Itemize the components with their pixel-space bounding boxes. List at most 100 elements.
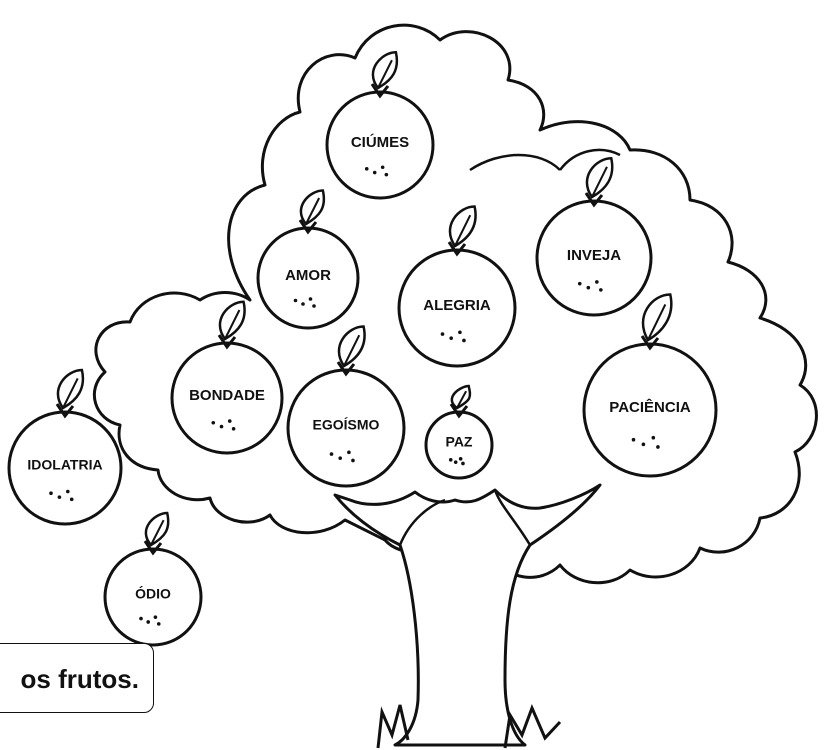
fruit-speckle xyxy=(146,620,150,624)
leaf-vein xyxy=(224,309,241,340)
canopy-detail-line xyxy=(469,153,561,172)
fruit-label-odio: ÓDIO xyxy=(135,585,171,602)
fruit-speckle xyxy=(139,616,143,621)
fruit-bondade: BONDADE xyxy=(170,300,284,455)
grass-tuft xyxy=(503,703,562,749)
fruit-inveja: INVEJA xyxy=(535,156,653,317)
fruit-stem xyxy=(584,192,604,208)
fruit-stem xyxy=(55,403,75,419)
fruit-speckle xyxy=(211,420,216,425)
fruit-egoismo: EGOÍSMO xyxy=(286,325,406,488)
trunk-branch-line xyxy=(398,498,446,546)
fruit-stem xyxy=(370,83,390,99)
leaf-vein xyxy=(454,214,472,247)
fruit-speckle xyxy=(153,615,158,619)
fruit-speckle xyxy=(631,437,636,442)
fruit-body xyxy=(7,410,123,526)
fruit-speckle xyxy=(301,302,305,306)
fruit-stem xyxy=(336,361,356,377)
fruit-speckle xyxy=(641,442,646,447)
leaf-vein xyxy=(305,197,321,225)
fruit-odio: ÓDIO xyxy=(103,511,203,647)
fruit-label-inveja: INVEJA xyxy=(567,247,621,264)
fruit-body xyxy=(170,341,284,455)
fruit-label-egoismo: EGOÍSMO xyxy=(313,417,380,433)
fruit-speckle xyxy=(656,445,660,449)
leaf-icon xyxy=(56,368,85,410)
fruit-stem xyxy=(447,241,467,257)
fruit-speckle xyxy=(338,456,343,460)
fruit-body xyxy=(424,410,494,480)
fruit-speckle xyxy=(227,419,232,423)
fruit-ciumes: CIÚMES xyxy=(325,50,435,200)
fruit-stem xyxy=(640,335,660,351)
tree-trunk xyxy=(333,483,602,747)
fruit-body xyxy=(325,90,435,200)
fruit-speckle xyxy=(69,497,74,502)
fruit-speckle xyxy=(440,332,445,336)
fruit-label-amor: AMOR xyxy=(285,267,331,284)
fruit-speckle xyxy=(156,622,161,626)
fruit-speckle xyxy=(599,288,603,292)
fruit-speckle xyxy=(453,460,458,464)
fruit-stem xyxy=(298,219,318,235)
fruit-speckle xyxy=(586,285,591,290)
fruit-label-idolatria: IDOLATRIA xyxy=(27,457,102,473)
fruit-stem xyxy=(449,403,469,419)
fruit-speckle xyxy=(448,458,453,462)
leaf-vein xyxy=(591,166,608,198)
fruit-speckle xyxy=(66,489,70,494)
fruit-label-alegria: ALEGRIA xyxy=(423,297,491,314)
fruit-speckle xyxy=(57,495,62,499)
leaf-vein xyxy=(647,303,667,341)
fruit-idolatria: IDOLATRIA xyxy=(7,368,123,526)
fruit-speckle xyxy=(347,450,351,455)
trunk-branch-line xyxy=(493,489,532,546)
fruit-speckle xyxy=(49,491,53,496)
fruit-speckle xyxy=(372,170,377,175)
leaf-vein xyxy=(456,390,467,409)
fruit-speckle xyxy=(384,172,389,177)
fruit-speckle xyxy=(651,435,656,440)
fruit-speckle xyxy=(312,304,316,308)
fruit-body xyxy=(397,248,517,368)
fruit-label-paciencia: PACIÊNCIA xyxy=(609,398,691,416)
fruit-label-paz: PAZ xyxy=(446,434,473,450)
fruit-alegria: ALEGRIA xyxy=(397,205,517,368)
grass-tuft xyxy=(376,704,410,749)
caption-box: os frutos. xyxy=(0,643,154,713)
fruit-stem xyxy=(217,334,237,350)
fruit-speckle xyxy=(351,458,355,463)
fruit-speckle xyxy=(231,427,236,431)
fruit-speckle xyxy=(458,457,463,461)
fruit-speckle xyxy=(595,280,599,284)
fruit-body xyxy=(286,368,406,488)
canopy-detail-line xyxy=(559,148,621,171)
leaf-vein xyxy=(343,334,361,367)
leaf-vein xyxy=(62,377,79,409)
leaf-vein xyxy=(377,59,393,89)
fruit-speckle xyxy=(308,297,313,301)
fruit-body xyxy=(256,226,360,330)
fruit-body xyxy=(535,199,653,317)
fruit-stem xyxy=(143,540,163,556)
fruit-label-ciumes: CIÚMES xyxy=(351,133,409,151)
fruit-speckle xyxy=(380,165,385,170)
fruit-speckle xyxy=(577,281,582,286)
fruit-speckle xyxy=(329,452,334,456)
caption-text: os frutos. xyxy=(20,664,139,694)
fruit-amor: AMOR xyxy=(256,189,360,330)
fruit-speckle xyxy=(364,167,369,171)
fruit-speckle xyxy=(458,330,462,335)
fruit-paciencia: PACIÊNCIA xyxy=(582,293,718,478)
fruit-paz: PAZ xyxy=(424,384,494,480)
fruit-speckle xyxy=(461,461,465,466)
fruit-body xyxy=(582,342,718,478)
fruit-speckle xyxy=(219,424,224,429)
fruit-speckle xyxy=(462,338,466,343)
fruit-speckle xyxy=(293,298,298,303)
leaf-icon xyxy=(144,511,170,547)
leaf-vein xyxy=(150,519,165,546)
fruit-label-bondade: BONDADE xyxy=(189,387,265,404)
